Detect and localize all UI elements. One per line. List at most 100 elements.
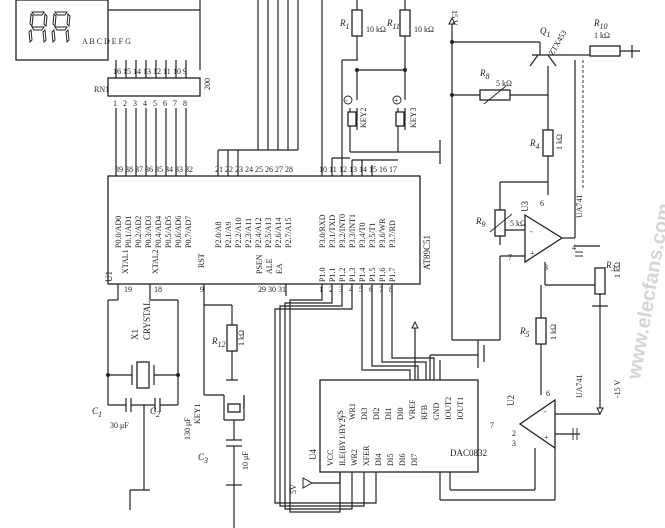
rn1-bottom-num: 7 (173, 99, 177, 108)
key1-label: KEY1 (193, 404, 202, 424)
r5-label: R5 (519, 326, 530, 339)
p2-pin-label: P2.6/A14 (274, 218, 283, 248)
dac-right-pin-label: DI3 (360, 408, 369, 420)
p1-wire (381, 284, 427, 380)
supply-15v-label: 15 V (450, 10, 459, 26)
p3-pin-num: 14 (359, 165, 367, 174)
p0-pin-num: 34 (165, 165, 173, 174)
key3-label: KEY3 (409, 108, 418, 128)
dac-right-pin-label: VREF (408, 399, 417, 420)
display-bus-wires (115, 60, 187, 78)
u2-pin6: 6 (546, 389, 550, 398)
rn1-top-num: 12 (153, 67, 161, 76)
dac-ref: U4 (308, 449, 318, 460)
p0-pin-label: P0.4/AD4 (154, 216, 163, 248)
dac-name: DAC0832 (450, 448, 487, 458)
r8-value: 5 kΩ (496, 79, 512, 88)
r11-value: 10 kΩ (414, 25, 434, 34)
digit-segments-icon (28, 11, 71, 44)
p1-wire (371, 284, 419, 380)
dac-left-pin-label: DI7 (410, 454, 419, 466)
u2-type: UA741 (575, 374, 584, 398)
rn1-bottom-num: 8 (183, 99, 187, 108)
p0-pin-num: 38 (125, 165, 133, 174)
p1-pin-label: P1.6 (378, 268, 387, 282)
u2-pin3: 3 (512, 439, 516, 448)
mcu-u1: AT89C51 U1 P0.0/AD039P0.1/AD138P0.2/AD23… (104, 165, 432, 296)
xtal1-num: 19 (124, 285, 132, 294)
rn1-bottom-num: 6 (163, 99, 167, 108)
p2-pin-label: P2.7/A15 (284, 218, 293, 248)
r12-value: 1 kΩ (237, 330, 246, 346)
p0-pin-num: 37 (135, 165, 143, 174)
c2-value: 130 μF (183, 417, 192, 440)
p2-pin-label: P2.2/A10 (234, 218, 243, 248)
r11-label: R11 (386, 18, 400, 31)
resistor-r4: R4 1 kΩ (499, 129, 564, 210)
p2-pin-num: 21 (215, 165, 223, 174)
rn1-top-num: 13 (143, 67, 151, 76)
supply-5v-label: 5V (289, 484, 298, 494)
p3-pin-num: 13 (349, 165, 357, 174)
p3-pin-label: P3.3/INT1 (348, 214, 357, 248)
mcu-pin-labels: P0.0/AD039P0.1/AD138P0.2/AD237P0.3/AD336… (114, 165, 397, 294)
p2-pin-num: 22 (225, 165, 233, 174)
u3-pin7: 7 (508, 253, 512, 262)
r1-label: R1 (339, 18, 350, 31)
p3-pin-num: 16 (379, 165, 387, 174)
p1-pin-num: 3 (339, 285, 343, 294)
key2-label: KEY2 (359, 108, 368, 128)
q1-label: Q1 (540, 26, 551, 39)
p0-pin-label: P0.7/AD7 (184, 216, 193, 248)
p1-wire (361, 284, 411, 380)
p2-pin-num: 27 (275, 165, 283, 174)
ea-label: EA (275, 263, 284, 274)
transistor-q1: Q1 ZTX453 R10 1 kΩ (529, 18, 640, 188)
mcu-ref: U1 (104, 271, 114, 282)
p1-pin-label: P1.3 (348, 268, 357, 282)
u3-minus: - (530, 227, 533, 236)
r1-value: 10 kΩ (366, 25, 386, 34)
p0-pin-label: P0.1/AD1 (124, 216, 133, 248)
r4-label: R4 (529, 138, 540, 151)
p0-pin-label: P0.3/AD3 (144, 216, 153, 248)
psen-label: PSEN (255, 254, 264, 274)
p2-pin-num: 28 (285, 165, 293, 174)
r10-label: R10 (593, 18, 608, 31)
p1-pin-num: 7 (379, 285, 383, 294)
dac-right-pin-label: IOUT2 (444, 397, 453, 420)
p1-pin-num: 5 (359, 285, 363, 294)
dac-left-pin-label: DI5 (386, 454, 395, 466)
u3-type: UA741 (575, 194, 584, 218)
dac-right-pin-label: DI1 (384, 408, 393, 420)
p2-pin-label: P2.4/A12 (254, 218, 263, 248)
rn1-top-num: 15 (123, 67, 131, 76)
resistor-r5: R5 1 kΩ (519, 285, 558, 395)
p0-pin-label: P0.6/AD6 (174, 216, 183, 248)
p0-pin-num: 32 (185, 165, 193, 174)
p3-pin-num: 12 (339, 165, 347, 174)
rn1-top-num: 9 (183, 67, 187, 76)
p1-pin-num: 1 (319, 285, 323, 294)
opamp-u2: - + U2 UA741 2 3 7 6 -15 V (490, 306, 622, 470)
r4-value: 1 kΩ (555, 134, 564, 150)
rn1-bottom-num: 2 (123, 99, 127, 108)
rn1-top-num: 14 (133, 67, 141, 76)
rst-num: 9 (200, 285, 204, 294)
r12-label: R12 (211, 336, 226, 349)
dac-left-pin-label: XFER (362, 445, 371, 466)
x1-label: X1 (130, 329, 140, 340)
xtal2-label: XTAL2 (151, 249, 160, 274)
psen-num: 29 (258, 285, 266, 294)
r8-label: R8 (479, 68, 490, 81)
p3-pin-label: P3.4/T0 (358, 222, 367, 248)
opamp-u3: - + U3 UA741 6 7 3 4 (499, 188, 600, 340)
dac-right-pin-label: WR1 (348, 403, 357, 420)
p1-pin-num: 2 (329, 285, 333, 294)
p0-pin-label: P0.2/AD2 (134, 216, 143, 248)
dac-right-pin-label: DI2 (372, 408, 381, 420)
p0-pin-num: 36 (145, 165, 153, 174)
